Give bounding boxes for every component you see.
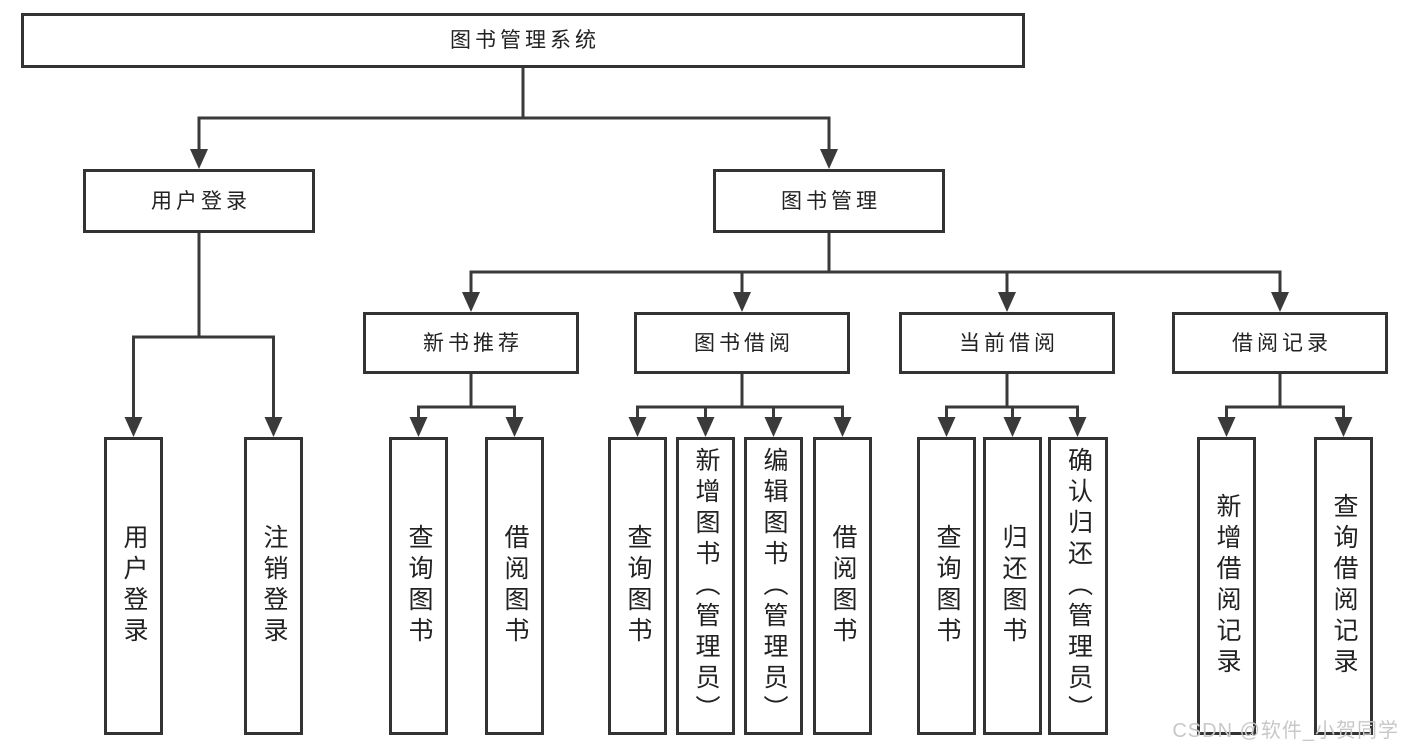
node-book-borrow-label: 图书借阅 bbox=[694, 331, 794, 355]
leaf-bb-edit-book-admin-label: 编辑图书（管理员） bbox=[760, 446, 788, 726]
node-current-borrow-label: 当前借阅 bbox=[959, 331, 1059, 355]
leaf-nbr-borrow-book: 借阅图书 bbox=[485, 437, 544, 735]
leaf-cb-confirm-return-admin-label: 确认归还（管理员） bbox=[1064, 446, 1093, 726]
leaf-bb-add-book-admin: 新增图书（管理员） bbox=[676, 437, 735, 735]
arrowhead-icon bbox=[190, 149, 208, 169]
arrowhead-icon bbox=[628, 417, 647, 437]
arrowhead-icon bbox=[998, 292, 1016, 312]
arrowhead-icon bbox=[937, 417, 956, 437]
leaf-bb-borrow-book: 借阅图书 bbox=[813, 437, 872, 735]
arrowhead-icon bbox=[833, 417, 852, 437]
arrowhead-icon bbox=[124, 417, 143, 437]
node-book-mgmt: 图书管理 bbox=[713, 169, 945, 233]
arrowhead-icon bbox=[1003, 417, 1022, 437]
leaf-br-query-record: 查询借阅记录 bbox=[1314, 437, 1373, 735]
connector-line bbox=[469, 270, 1282, 295]
node-borrow-records-label: 借阅记录 bbox=[1232, 331, 1332, 355]
arrowhead-icon bbox=[820, 149, 838, 169]
arrowhead-icon bbox=[1271, 292, 1289, 312]
arrowhead-icon bbox=[505, 417, 524, 437]
leaf-user-login: 用户登录 bbox=[104, 437, 163, 735]
arrowhead-icon bbox=[764, 417, 783, 437]
arrowhead-icon bbox=[1217, 417, 1236, 437]
leaf-cb-return-book-label: 归还图书 bbox=[999, 524, 1027, 648]
leaf-nbr-query-book: 查询图书 bbox=[389, 437, 448, 735]
node-root: 图书管理系统 bbox=[21, 13, 1025, 68]
node-book-mgmt-label: 图书管理 bbox=[781, 189, 881, 213]
node-new-book-rec-label: 新书推荐 bbox=[423, 331, 523, 355]
leaf-bb-edit-book-admin: 编辑图书（管理员） bbox=[744, 437, 803, 735]
arrowhead-icon bbox=[696, 417, 715, 437]
leaf-bb-query-book: 查询图书 bbox=[608, 437, 667, 735]
leaf-br-add-record-label: 新增借阅记录 bbox=[1213, 493, 1241, 679]
leaf-logout: 注销登录 bbox=[244, 437, 303, 735]
node-user-login-label: 用户登录 bbox=[151, 189, 251, 213]
connector-line bbox=[417, 405, 516, 420]
arrowhead-icon bbox=[1068, 417, 1087, 437]
arrowhead-icon bbox=[264, 417, 283, 437]
leaf-nbr-borrow-book-label: 借阅图书 bbox=[501, 524, 529, 648]
node-new-book-rec: 新书推荐 bbox=[363, 312, 579, 374]
leaf-nbr-query-book-label: 查询图书 bbox=[405, 524, 433, 648]
leaf-br-add-record: 新增借阅记录 bbox=[1197, 437, 1256, 735]
connector-line bbox=[132, 335, 275, 420]
arrowhead-icon bbox=[409, 417, 428, 437]
leaf-cb-return-book: 归还图书 bbox=[983, 437, 1042, 735]
leaf-bb-borrow-book-label: 借阅图书 bbox=[829, 524, 857, 648]
connector-line bbox=[197, 116, 831, 152]
node-user-login: 用户登录 bbox=[83, 169, 315, 233]
csdn-watermark: CSDN @软件_小贺同学 bbox=[1172, 720, 1399, 742]
leaf-cb-query-book-label: 查询图书 bbox=[933, 524, 961, 648]
leaf-cb-confirm-return-admin: 确认归还（管理员） bbox=[1048, 437, 1108, 735]
arrowhead-icon bbox=[733, 292, 751, 312]
arrowhead-icon bbox=[462, 292, 480, 312]
leaf-br-query-record-label: 查询借阅记录 bbox=[1330, 493, 1358, 679]
node-root-label: 图书管理系统 bbox=[450, 29, 600, 52]
arrowhead-icon bbox=[1334, 417, 1353, 437]
leaf-bb-query-book-label: 查询图书 bbox=[624, 524, 652, 648]
node-borrow-records: 借阅记录 bbox=[1172, 312, 1388, 374]
connector-line bbox=[636, 405, 844, 420]
leaf-bb-add-book-admin-label: 新增图书（管理员） bbox=[692, 446, 720, 726]
node-book-borrow: 图书借阅 bbox=[634, 312, 850, 374]
node-current-borrow: 当前借阅 bbox=[899, 312, 1115, 374]
leaf-logout-label: 注销登录 bbox=[260, 524, 288, 648]
leaf-user-login-label: 用户登录 bbox=[120, 524, 148, 648]
leaf-cb-query-book: 查询图书 bbox=[917, 437, 976, 735]
connector-line bbox=[1225, 405, 1345, 420]
